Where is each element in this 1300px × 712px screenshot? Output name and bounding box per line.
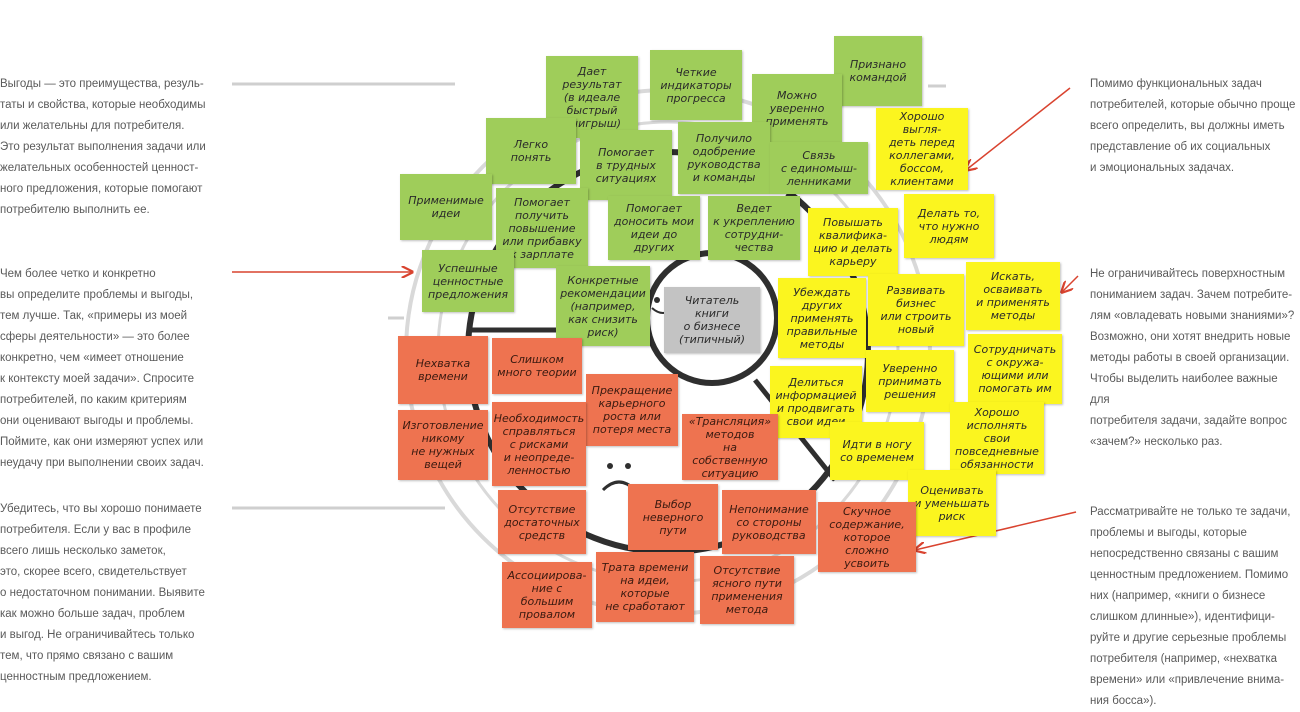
job-note: Развивать бизнес или строить новый: [868, 274, 964, 346]
pain-note: Отсутствие достаточных средств: [498, 490, 586, 554]
pain-note: Слишком много теории: [492, 338, 582, 394]
annotation-social-jobs: Помимо функциональных задач потребителей…: [1090, 78, 1296, 174]
pain-note: Ассоциирова- ние с большим провалом: [502, 562, 592, 628]
gain-note: Легко понять: [486, 118, 576, 184]
job-note: Хорошо выгля- деть перед коллегами, босс…: [876, 108, 968, 190]
job-note: Делать то, что нужно людям: [904, 194, 994, 258]
annotation-ask-why: Не ограничивайтесь поверхностным пониман…: [1090, 268, 1295, 448]
annotation-gains-definition: Выгоды — это преимущества, резуль- таты …: [0, 78, 206, 216]
customer-card: Читатель книги о бизнесе (типичный): [664, 287, 760, 353]
pain-note: Необходимость справляться с рисками и не…: [492, 402, 586, 486]
gain-note: Связь с единомыш- ленниками: [770, 142, 868, 194]
gain-note: Получило одобрение руководства и команды: [678, 122, 770, 194]
gain-note: Помогает доносить мои идеи до других: [608, 196, 700, 260]
gain-note: Ведет к укреплению сотрудни- чества: [708, 196, 800, 260]
pain-note: Выбор неверного пути: [628, 484, 718, 550]
job-note: Хорошо исполнять свои повседневные обяза…: [950, 402, 1044, 474]
annotation-beyond-value-prop: Рассматривайте не только те задачи, проб…: [1090, 506, 1291, 707]
pain-note: Изготовление никому не нужных вещей: [398, 410, 488, 480]
gain-note: Применимые идеи: [400, 174, 492, 240]
pain-note: Трата времени на идеи, которые не сработ…: [596, 552, 694, 622]
job-note: Оценивать и уменьшать риск: [908, 470, 996, 536]
annotation-be-specific: Чем более четко и конкретно вы определит…: [0, 268, 204, 469]
arrow-social: [966, 87, 1071, 170]
pain-note: «Трансляция» методов на собственную ситу…: [682, 414, 778, 480]
job-note: Убеждать других применять правильные мет…: [778, 278, 866, 358]
pain-note: Непонимание со стороны руководства: [722, 490, 816, 554]
gain-note: Конкретные рекомендации (например, как с…: [556, 266, 650, 346]
gain-note: Успешные ценностные предложения: [422, 250, 514, 312]
job-note: Уверенно принимать решения: [866, 350, 954, 412]
pain-note: Отсутствие ясного пути применения метода: [700, 556, 794, 624]
job-note: Делиться информацией и продвигать свои и…: [770, 366, 862, 438]
pain-note: Нехватка времени: [398, 336, 488, 404]
annotation-understand-customer: Убедитесь, что вы хорошо понимаете потре…: [0, 503, 205, 683]
pain-note: Прекращение карьерного роста или потеря …: [586, 374, 678, 446]
pain-note: Скучное содержание, которое сложно усвои…: [818, 502, 916, 572]
job-note: Сотрудничать с окружа- ющими или помогат…: [968, 334, 1062, 404]
job-note: Повышать квалифика- цию и делать карьеру: [808, 208, 898, 276]
gain-note: Помогает в трудных ситуациях: [580, 130, 672, 200]
gain-note: Признано командой: [834, 36, 922, 106]
job-note: Искать, осваивать и применять методы: [966, 262, 1060, 330]
arrow-why: [1062, 275, 1079, 292]
gain-note: Дает результат (в идеале быстрый выигрыш…: [546, 56, 638, 138]
gain-note: Четкие индикаторы прогресса: [650, 50, 742, 120]
